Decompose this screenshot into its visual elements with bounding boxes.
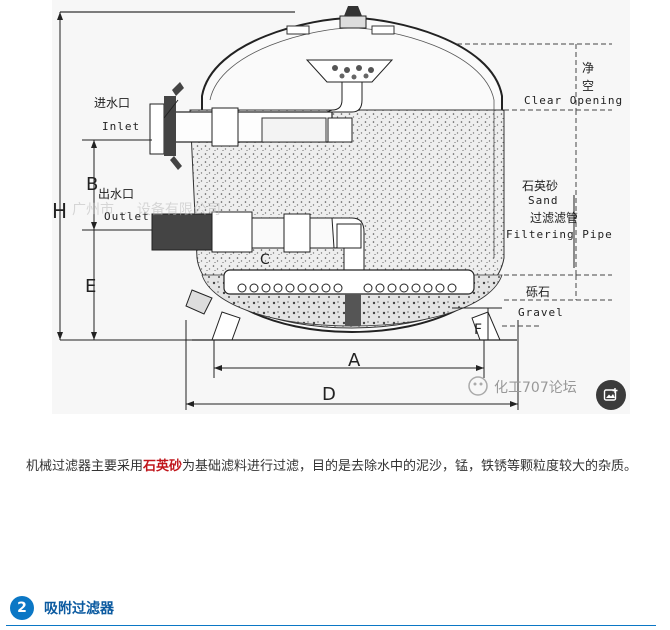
section-header: 2 吸附过滤器	[6, 590, 656, 626]
filter-diagram: 进水口 Inlet 出水口 Outlet 净 空 Clear Opening 石…	[52, 0, 630, 414]
dim-e-label: E	[85, 276, 96, 297]
paragraph-prefix: 机械过滤器主要采用	[26, 459, 144, 474]
inlet-label-cn: 进水口	[94, 96, 130, 110]
paragraph-suffix: 为基础滤料进行过滤，目的是去除水中的泥沙，锰，铁锈等颗粒度较大的杂质。	[182, 459, 638, 474]
dim-a-label: A	[348, 350, 361, 371]
dim-c-label: C	[260, 252, 270, 268]
top-bracket-left	[286, 25, 310, 35]
outlet-label-en: Outlet	[104, 210, 150, 223]
filter-diagram-svg: 进水口 Inlet 出水口 Outlet 净 空 Clear Opening 石…	[52, 6, 623, 410]
dim-h-label: H	[52, 199, 67, 223]
outlet-coupling	[211, 211, 253, 253]
clear-label-cn-1: 净	[582, 61, 594, 75]
right-reference-lines	[457, 43, 612, 327]
inlet-flange	[149, 103, 165, 155]
image-edit-button[interactable]	[596, 380, 626, 410]
outlet-label-cn: 出水口	[98, 187, 134, 201]
top-bracket-right	[371, 25, 395, 35]
dim-b-label: B	[86, 174, 98, 195]
inlet-elbow-joint	[327, 117, 353, 143]
pipe-label-cn: 过滤滤管	[530, 210, 578, 225]
sand-label-en: Sand	[528, 194, 559, 207]
outlet-flange	[151, 213, 213, 251]
section-number-badge: 2	[10, 596, 34, 620]
filtering-pipe-holes	[237, 283, 457, 293]
dim-f-label: F	[474, 322, 482, 338]
central-support	[345, 294, 361, 326]
pipe-label-en: Filtering Pipe	[506, 228, 613, 241]
watermark-brand: 化工707论坛	[468, 376, 577, 396]
sand-label-cn: 石英砂	[522, 179, 558, 193]
inlet-elbow	[326, 81, 363, 113]
left-leg	[211, 311, 241, 341]
inlet-coupling	[211, 107, 239, 147]
clear-label-en: Clear Opening	[524, 94, 623, 107]
clear-label-cn-2: 空	[582, 79, 594, 93]
paragraph-highlight: 石英砂	[143, 459, 183, 474]
drain-fitting	[185, 289, 213, 315]
inlet-inner-pipe	[261, 117, 327, 143]
dim-d-label: D	[322, 384, 336, 405]
top-vent-cap	[344, 6, 362, 16]
gravel-label-cn: 砾石	[526, 285, 550, 299]
article-paragraph: 机械过滤器主要采用石英砂为基础滤料进行过滤，目的是去除水中的泥沙，锰，铁锈等颗粒…	[26, 456, 646, 477]
gravel-label-en: Gravel	[518, 306, 564, 319]
section-divider	[6, 625, 656, 626]
inlet-valve-body	[164, 96, 176, 156]
watermark-center: 广州市 … 设备有限公司	[72, 201, 221, 218]
watermark-brand-text: 化工707论坛	[494, 380, 577, 396]
section-title: 吸附过滤器	[44, 601, 114, 617]
inlet-label-en: Inlet	[102, 120, 140, 133]
top-vent-body	[339, 15, 367, 29]
image-edit-icon	[603, 388, 618, 401]
